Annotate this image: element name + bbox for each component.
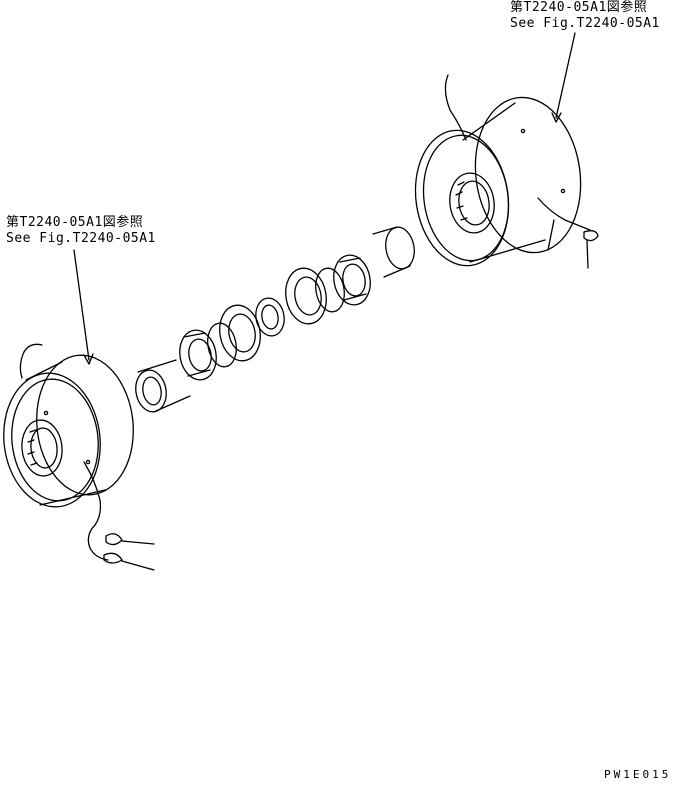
race-ring-right-inner <box>294 276 322 316</box>
right-rear-flange <box>474 96 582 254</box>
right-bore-thread <box>455 181 468 221</box>
left-bore-thread <box>27 429 38 466</box>
reference-jp-left: 第T2240-05A1図参照 <box>6 215 144 230</box>
right-bolt-hole <box>560 188 566 194</box>
spacer-inner <box>261 304 279 330</box>
drawing-code: PW1E015 <box>604 768 672 781</box>
center-shaft-assembly <box>135 226 415 413</box>
race-ring-right <box>285 267 327 325</box>
right-bolt-hole <box>520 128 526 134</box>
right-body-top-line <box>462 102 516 141</box>
left-housing <box>3 249 155 571</box>
right-bearing-outer <box>333 254 371 306</box>
right-sleeve-end <box>385 226 415 270</box>
right-leader-line <box>547 219 555 251</box>
left-front-flange-outer <box>3 372 101 508</box>
right-bore-outer <box>449 172 495 234</box>
right-sleeve-body <box>372 226 411 278</box>
left-front-flange-inner <box>11 378 99 502</box>
right-bearing-cage <box>339 257 367 301</box>
right-callout-arrow-head <box>551 112 562 123</box>
right-bore-inner <box>458 180 490 226</box>
snap-ring-right <box>315 267 345 313</box>
left-bearing-outer <box>179 329 217 381</box>
race-ring-left <box>219 304 261 362</box>
left-wire <box>83 461 109 561</box>
right-wire-clip <box>583 230 599 242</box>
reference-en-left: See Fig.T2240-05A1 <box>6 231 156 246</box>
left-leader-line <box>121 560 155 571</box>
left-callout-arrow-line <box>73 249 90 361</box>
left-sleeve-end-inner <box>142 376 162 406</box>
left-bolt-hole <box>85 459 91 465</box>
race-ring-left-inner <box>228 313 256 353</box>
left-wire-clip-lower <box>103 552 123 564</box>
left-bore-inner <box>30 427 58 469</box>
right-callout-arrow-line <box>555 32 576 119</box>
reference-callout-left: 第T2240-05A1図参照 See Fig.T2240-05A1 <box>6 215 156 247</box>
left-bore-outer <box>21 419 63 477</box>
right-leader-line <box>586 239 589 269</box>
right-housing <box>414 32 599 269</box>
left-bolt-hole <box>43 410 49 416</box>
spacer-outer <box>255 297 285 337</box>
left-sleeve-body <box>137 359 191 412</box>
right-front-flange-inner <box>422 134 510 262</box>
left-bearing-inner <box>188 338 212 372</box>
left-bearing-cage <box>183 332 211 377</box>
right-wire <box>537 197 591 231</box>
left-wire-clip-upper <box>105 533 123 546</box>
left-leader-line <box>121 540 155 545</box>
left-callout-arrow-head <box>83 353 94 365</box>
right-wire-top <box>444 74 467 141</box>
left-wire-top <box>19 343 43 379</box>
right-bearing-inner <box>342 263 366 297</box>
reference-jp-right: 第T2240-05A1図参照 <box>510 0 648 15</box>
snap-ring-left <box>207 322 237 368</box>
reference-callout-right: 第T2240-05A1図参照 See Fig.T2240-05A1 <box>510 0 660 32</box>
left-sleeve-end-outer <box>135 369 167 413</box>
reference-en-right: See Fig.T2240-05A1 <box>510 16 660 31</box>
